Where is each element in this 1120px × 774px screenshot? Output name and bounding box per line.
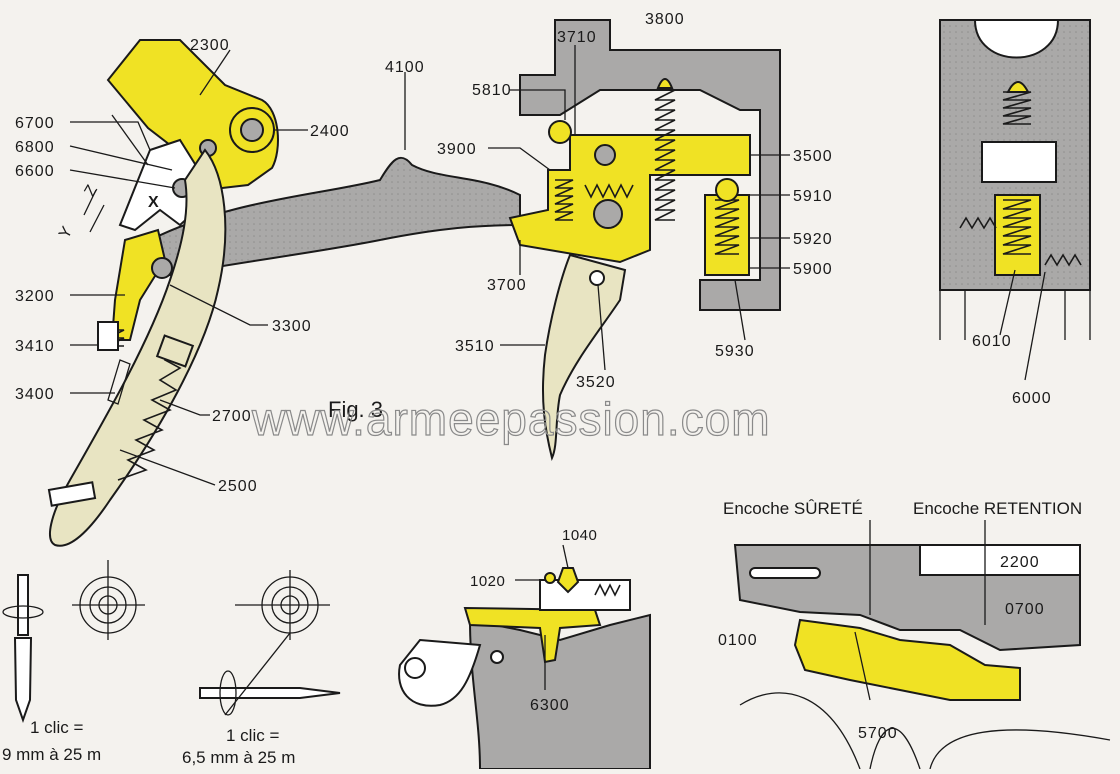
cross-section-detail xyxy=(939,19,1091,381)
label-3510: 3510 xyxy=(455,338,495,355)
spring-2700 xyxy=(117,344,182,481)
label-2400: 2400 xyxy=(310,123,350,140)
sight-adjust-left xyxy=(2,560,145,724)
trigger-3510 xyxy=(541,253,627,462)
label-6300: 6300 xyxy=(530,697,570,714)
retainer-5700 xyxy=(793,618,1021,701)
label-1020: 1020 xyxy=(470,573,505,590)
center-mechanism xyxy=(488,19,790,462)
spring-horizontal xyxy=(584,183,634,199)
adjust-right-line1: 1 clic = xyxy=(226,726,279,745)
trigger-bar-4100 xyxy=(148,156,521,277)
label-2700: 2700 xyxy=(212,408,252,425)
tube-5900 xyxy=(704,194,750,276)
ball-5910 xyxy=(715,178,739,202)
adjust-left-line2: 9 mm à 25 m xyxy=(2,745,101,764)
label-6600: 6600 xyxy=(15,163,55,180)
label-3300: 3300 xyxy=(272,318,312,335)
label-X: X xyxy=(148,194,160,211)
sear-body-3500 xyxy=(508,134,751,264)
label-6000: 6000 xyxy=(1012,390,1052,407)
label-3200: 3200 xyxy=(15,288,55,305)
label-5920: 5920 xyxy=(793,231,833,248)
label-2500: 2500 xyxy=(218,478,258,495)
label-5930: 5930 xyxy=(715,343,755,360)
screw-3410 xyxy=(97,321,119,351)
label-1040: 1040 xyxy=(562,527,597,544)
part-labels: 2300 2400 4100 6700 6800 6600 Z X Y 3200… xyxy=(2,11,1082,767)
label-5910: 5910 xyxy=(793,188,833,205)
pin-3300 xyxy=(151,257,173,279)
link-3400 xyxy=(107,359,131,405)
notch-detail xyxy=(733,520,1111,770)
label-2200: 2200 xyxy=(1000,554,1040,571)
label-Y: Y xyxy=(56,223,77,242)
label-6700: 6700 xyxy=(15,115,55,132)
adjust-right-line2: 6,5 mm à 25 m xyxy=(182,748,295,767)
label-3520: 3520 xyxy=(576,374,616,391)
label-3400: 3400 xyxy=(15,386,55,403)
label-3800: 3800 xyxy=(645,11,685,28)
watermark: www.armeepassion.com xyxy=(251,393,771,445)
label-3710: 3710 xyxy=(557,29,597,46)
spring-3800 xyxy=(654,89,676,221)
label-4100: 4100 xyxy=(385,59,425,76)
notch-retention-label: Encoche RETENTION xyxy=(913,499,1082,518)
ball-5810 xyxy=(548,120,572,144)
housing xyxy=(519,19,781,311)
label-0100: 0100 xyxy=(718,632,758,649)
safety-sub-assembly xyxy=(398,544,651,770)
main-trigger-assembly xyxy=(47,39,521,547)
spring-3900 xyxy=(554,179,574,221)
sight-adjust-right xyxy=(199,570,341,716)
hammer-arm-2500 xyxy=(49,148,227,547)
label-Z: Z xyxy=(81,181,101,199)
label-5700: 5700 xyxy=(858,725,898,742)
label-3700: 3700 xyxy=(487,277,527,294)
label-0700: 0700 xyxy=(1005,601,1045,618)
label-3500: 3500 xyxy=(793,148,833,165)
safety-6300 xyxy=(463,606,602,664)
figure-label: Fig. 3 xyxy=(328,397,383,422)
label-3900: 3900 xyxy=(437,141,477,158)
label-5900: 5900 xyxy=(793,261,833,278)
label-6010: 6010 xyxy=(972,333,1012,350)
label-6800: 6800 xyxy=(15,139,55,156)
label-5810: 5810 xyxy=(472,82,512,99)
label-3410: 3410 xyxy=(15,338,55,355)
lever-3200 xyxy=(110,228,167,341)
adjust-left-line1: 1 clic = xyxy=(30,718,83,737)
notch-safety-label: Encoche SÛRETÉ xyxy=(723,499,863,518)
label-2300: 2300 xyxy=(190,37,230,54)
